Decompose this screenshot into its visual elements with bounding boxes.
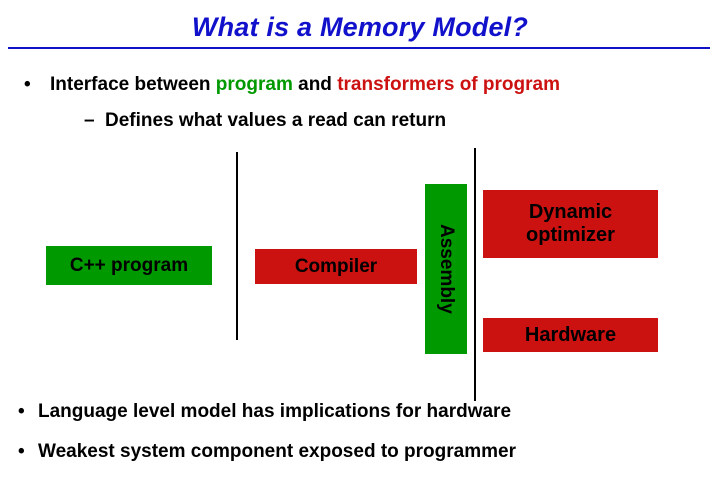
bullet-weakest-component-text: Weakest system component exposed to prog… xyxy=(38,441,516,462)
dynamic-optimizer-label: Dynamic optimizer xyxy=(526,201,615,246)
page-title: What is a Memory Model? xyxy=(191,12,529,42)
cpp-program-label: C++ program xyxy=(69,254,189,276)
dynamic-optimizer-box: Dynamic optimizer xyxy=(483,190,658,258)
bullet-language-level: • Language level model has implications f… xyxy=(18,401,511,423)
hardware-box: Hardware xyxy=(483,318,658,352)
bullet-language-level-text: Language level model has implications fo… xyxy=(38,401,512,422)
bullet-interface: • Interface between program and transform… xyxy=(24,74,560,96)
sub-bullet-defines: –Defines what values a read can return xyxy=(84,110,446,132)
program-highlight: program xyxy=(215,74,293,95)
bullet-interface-mid: and xyxy=(292,74,338,95)
dash-marker: – xyxy=(84,110,95,131)
bullet-interface-prefix: Interface between xyxy=(50,74,216,95)
divider-line-left xyxy=(236,152,238,340)
bullet-marker: • xyxy=(24,74,31,95)
assembly-box: Assembly xyxy=(425,184,467,354)
compiler-box: Compiler xyxy=(255,249,417,284)
title-underline xyxy=(8,47,710,49)
transformers-highlight: transformers of program xyxy=(337,74,560,95)
bullet-marker: • xyxy=(18,401,25,422)
compiler-label: Compiler xyxy=(294,255,378,277)
cpp-program-box: C++ program xyxy=(46,246,212,285)
divider-line-right xyxy=(474,148,476,401)
hardware-label: Hardware xyxy=(524,323,617,346)
sub-bullet-text: Defines what values a read can return xyxy=(105,110,447,131)
bullet-weakest-component: • Weakest system component exposed to pro… xyxy=(18,441,516,463)
assembly-label: Assembly xyxy=(436,224,457,314)
bullet-marker: • xyxy=(18,441,25,462)
